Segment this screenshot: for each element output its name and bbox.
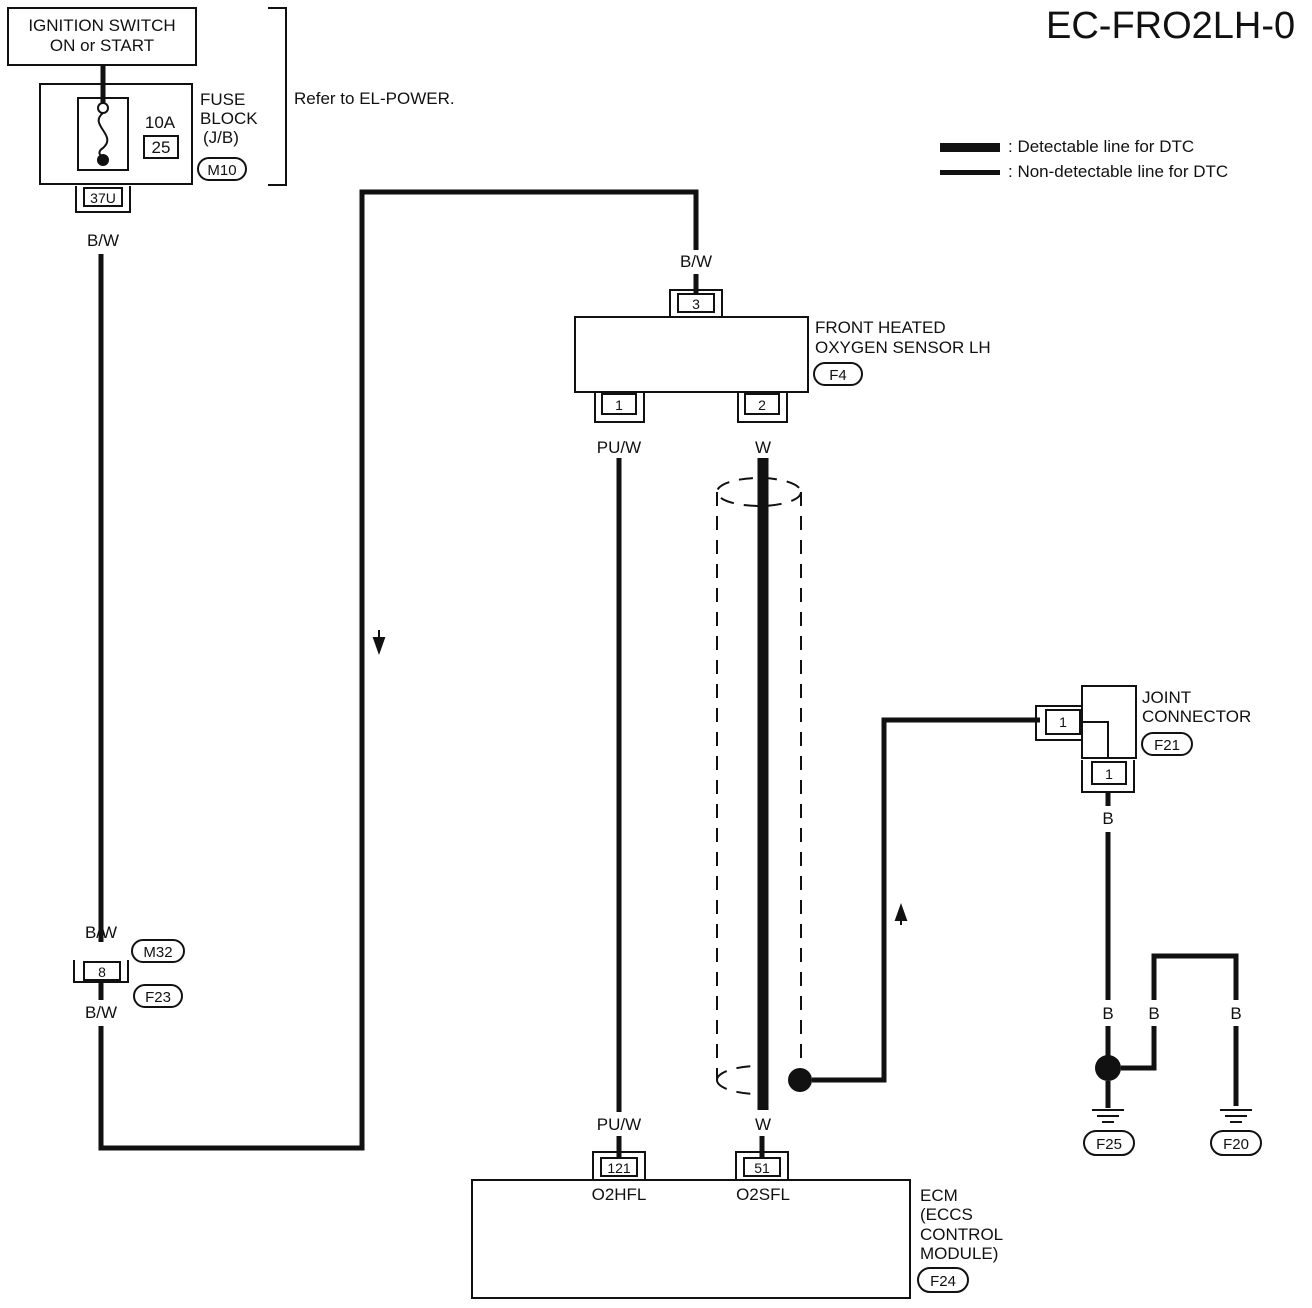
- fuse-number: 25: [152, 138, 171, 157]
- inline-connector: 8 M32 F23: [73, 939, 185, 1008]
- fuse-name-line3: (J/B): [203, 128, 239, 147]
- oxygen-sensor: 3 FRONT HEATED OXYGEN SENSOR LH F4 1 2: [574, 289, 991, 423]
- sensor-name-line1: FRONT HEATED: [815, 318, 946, 337]
- ecm-pin-121: 121: [607, 1160, 631, 1176]
- fuse-block: 10A 25 FUSE BLOCK (J/B) M10: [39, 83, 258, 185]
- joint-name-line2: CONNECTOR: [1142, 707, 1251, 726]
- wire-color-w-1: W: [755, 438, 771, 457]
- wire-color-w-2: W: [755, 1115, 771, 1134]
- inline-connector-pin: 8: [98, 964, 106, 980]
- inline-connector-top-id: M32: [143, 944, 172, 961]
- ecm-name-line4: MODULE): [920, 1244, 998, 1263]
- ecm-pin-51-label: O2SFL: [736, 1185, 790, 1204]
- fuse-name-line1: FUSE: [200, 90, 245, 109]
- current-arrow-icon: [372, 630, 386, 655]
- ecm-name-line3: CONTROL: [920, 1225, 1003, 1244]
- wire-color-b-1: B: [1102, 809, 1113, 828]
- wire-b-bridge: [1151, 953, 1239, 1000]
- legend-non-detectable-swatch: [940, 170, 1000, 175]
- legend-non-detectable-label: : Non-detectable line for DTC: [1008, 162, 1228, 181]
- shield-splice: [788, 1068, 812, 1092]
- fuse-rating: 10A: [145, 113, 176, 132]
- refer-label: Refer to EL-POWER.: [294, 89, 455, 108]
- current-arrow-2-icon: [894, 903, 908, 925]
- sensor-name-line2: OXYGEN SENSOR LH: [815, 338, 991, 357]
- joint-pin-bottom: 1: [1105, 766, 1113, 782]
- wire-color-b-2: B: [1102, 1004, 1113, 1023]
- sensor-pin-3: 3: [692, 296, 700, 312]
- ecm-name-line1: ECM: [920, 1186, 958, 1205]
- legend: : Detectable line for DTC : Non-detectab…: [940, 137, 1228, 181]
- ecm-name-line2: (ECCS: [920, 1205, 973, 1224]
- legend-detectable-swatch: [940, 143, 1000, 152]
- fuse-name-line2: BLOCK: [200, 109, 258, 128]
- ecm-connector-id: F24: [930, 1273, 956, 1290]
- sensor-pin-2: 2: [758, 397, 766, 413]
- joint-name-line1: JOINT: [1142, 688, 1191, 707]
- fuse-terminal-label: 37U: [90, 190, 116, 206]
- shield: [716, 477, 802, 1095]
- ground-f25-icon: [1092, 1081, 1124, 1123]
- wire-color-bw-2: B/W: [85, 923, 117, 942]
- ecm-pin-51: 51: [754, 1160, 770, 1176]
- wire-color-bw-3: B/W: [85, 1003, 117, 1022]
- inline-connector-bottom-id: F23: [145, 989, 171, 1006]
- joint-pin-left: 1: [1059, 714, 1067, 730]
- ground-f25-label: F25: [1096, 1136, 1122, 1153]
- wire-color-puw-1: PU/W: [597, 438, 641, 457]
- wire-color-puw-2: PU/W: [597, 1115, 641, 1134]
- ecm-pin-121-label: O2HFL: [592, 1185, 647, 1204]
- wire-color-b-4: B: [1230, 1004, 1241, 1023]
- fuse-connector-id: M10: [207, 162, 236, 179]
- sensor-connector-id: F4: [829, 367, 847, 384]
- ignition-line2: ON or START: [50, 36, 154, 55]
- wire-color-bw-1: B/W: [87, 231, 119, 250]
- wire-bw-loop: [98, 189, 699, 1151]
- wire-color-bw-4: B/W: [680, 252, 712, 271]
- wire-b-splice: [1121, 1026, 1157, 1071]
- wire-color-b-3: B: [1148, 1004, 1159, 1023]
- ecm: 121 51 O2HFL O2SFL ECM (ECCS CONTROL MOD…: [471, 1136, 1003, 1299]
- ground-splice: [1095, 1055, 1121, 1081]
- ignition-line1: IGNITION SWITCH: [28, 16, 175, 35]
- ignition-switch: IGNITION SWITCH ON or START: [7, 7, 197, 66]
- fuse-terminal: 37U: [75, 186, 131, 213]
- ground-f20-label: F20: [1223, 1136, 1249, 1153]
- sensor-pin-1: 1: [615, 397, 623, 413]
- ground-f20-icon: [1220, 1109, 1252, 1123]
- refer-bracket: [268, 7, 287, 186]
- joint-connector-id: F21: [1154, 737, 1180, 754]
- diagram-title: EC-FRO2LH-0: [1046, 5, 1295, 47]
- joint-connector: 1 1 JOINT CONNECTOR F21: [1035, 685, 1251, 793]
- wire-shield-drain: [812, 717, 1040, 1083]
- legend-detectable-label: : Detectable line for DTC: [1008, 137, 1194, 156]
